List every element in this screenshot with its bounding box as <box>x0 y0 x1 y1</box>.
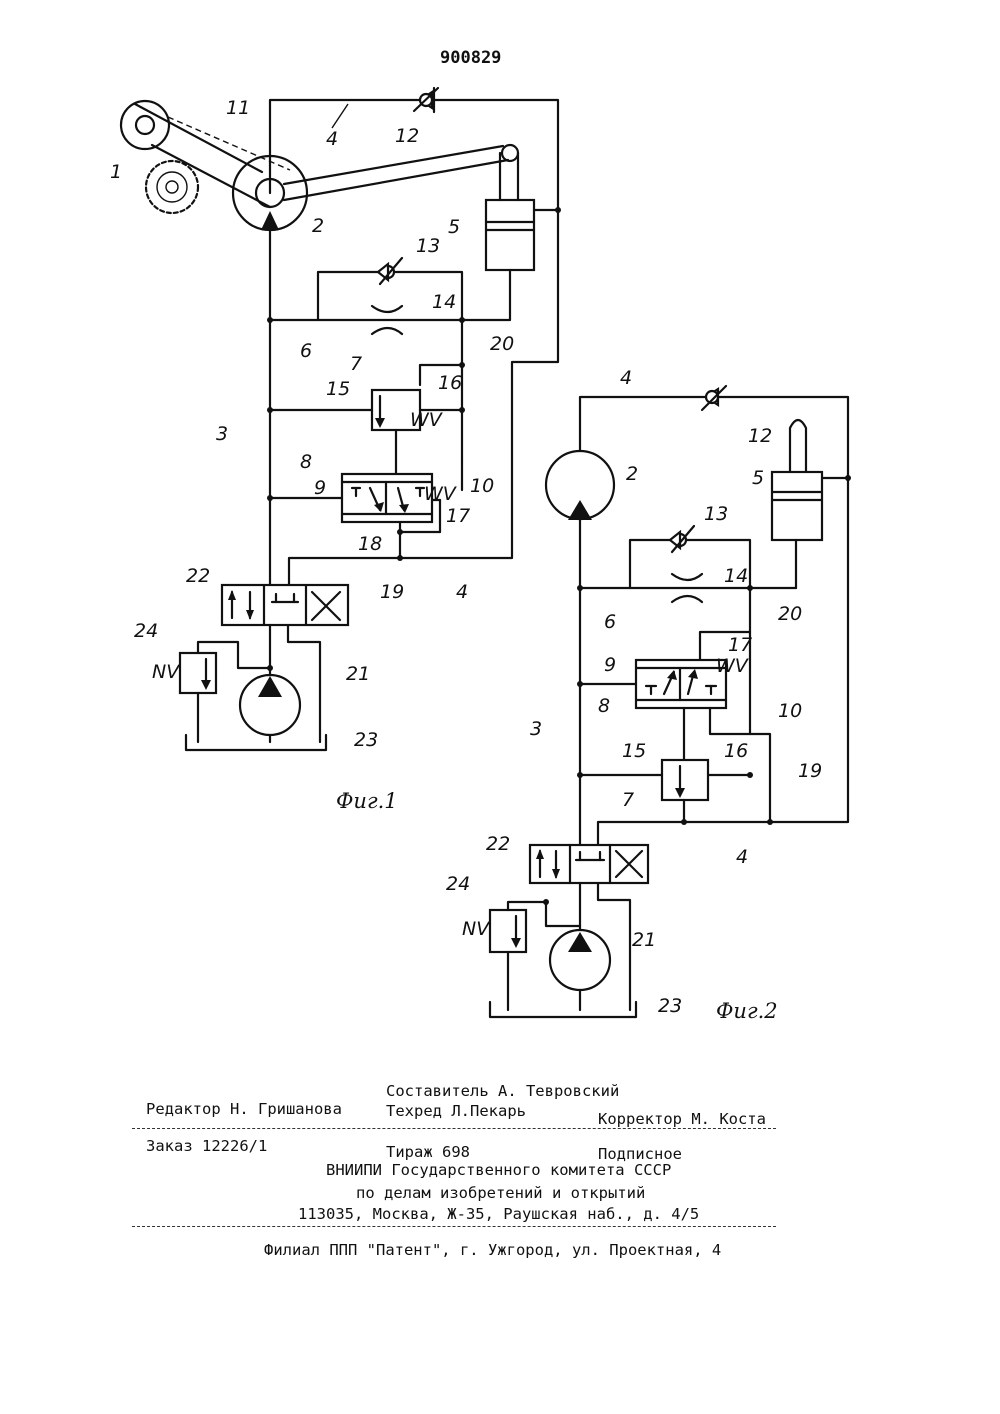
svg-text:22: 22 <box>486 833 510 855</box>
svg-text:NV: NV <box>152 661 181 683</box>
valve-7-fig1: WV <box>267 390 465 474</box>
svg-text:2: 2 <box>626 463 638 485</box>
imprint-techred: Техред Л.Пекарь <box>386 1102 526 1120</box>
svg-text:6: 6 <box>604 611 616 633</box>
figure-2-schematic: WV <box>446 367 851 1023</box>
svg-text:13: 13 <box>416 235 440 257</box>
svg-text:5: 5 <box>752 467 764 489</box>
svg-text:1: 1 <box>110 161 122 183</box>
cylinder-5-fig2 <box>772 420 851 540</box>
imprint-corrector: Корректор М. Коста <box>598 1110 766 1128</box>
svg-text:23: 23 <box>658 995 682 1017</box>
svg-text:17: 17 <box>446 505 470 527</box>
svg-text:3: 3 <box>216 423 228 445</box>
svg-text:21: 21 <box>632 929 656 951</box>
motor-2-fig2 <box>546 451 614 520</box>
boom-assembly <box>121 101 518 230</box>
svg-text:4: 4 <box>326 128 338 150</box>
tank-23-fig1 <box>186 735 326 750</box>
imprint-divider-2 <box>132 1226 776 1227</box>
svg-text:24: 24 <box>134 620 158 642</box>
svg-text:5: 5 <box>448 216 460 238</box>
svg-text:15: 15 <box>326 378 350 400</box>
svg-text:20: 20 <box>490 333 514 355</box>
imprint-editor: Редактор Н. Гришанова <box>146 1100 342 1118</box>
imprint-divider-1 <box>132 1128 776 1129</box>
imprint-org-line2: по делам изобретений и открытий <box>356 1184 645 1202</box>
svg-text:18: 18 <box>358 533 382 555</box>
patent-number: 900829 <box>440 48 501 68</box>
svg-text:NV: NV <box>462 918 491 940</box>
svg-text:10: 10 <box>778 700 802 722</box>
svg-text:8: 8 <box>598 695 610 717</box>
valve-7-fig2 <box>577 760 753 825</box>
svg-text:11: 11 <box>226 97 250 119</box>
imprint-address: 113035, Москва, Ж-35, Раушская наб., д. … <box>298 1205 699 1223</box>
svg-text:10: 10 <box>470 475 494 497</box>
svg-text:16: 16 <box>438 372 462 394</box>
svg-text:15: 15 <box>622 740 646 762</box>
svg-text:14: 14 <box>724 565 748 587</box>
svg-text:22: 22 <box>186 565 210 587</box>
svg-text:12: 12 <box>395 125 419 147</box>
svg-text:16: 16 <box>724 740 748 762</box>
svg-text:8: 8 <box>300 451 312 473</box>
svg-text:4: 4 <box>456 581 468 603</box>
svg-text:7: 7 <box>622 789 634 811</box>
svg-text:20: 20 <box>778 603 802 625</box>
imprint-org-line1: ВНИИПИ Государственного комитета СССР <box>326 1161 671 1179</box>
svg-text:WV: WV <box>410 409 444 431</box>
svg-text:24: 24 <box>446 873 470 895</box>
svg-text:6: 6 <box>300 340 312 362</box>
svg-text:9: 9 <box>604 654 616 676</box>
svg-text:19: 19 <box>380 581 404 603</box>
imprint-compiler: Составитель А. Тевровский <box>386 1082 619 1100</box>
imprint-order: Заказ 12226/1 <box>146 1137 267 1155</box>
pump-21-fig1 <box>240 660 300 742</box>
svg-text:WV: WV <box>716 655 750 677</box>
figure-2-caption: Фиг.2 <box>716 999 778 1023</box>
svg-text:23: 23 <box>354 729 378 751</box>
svg-text:13: 13 <box>704 503 728 525</box>
svg-text:2: 2 <box>312 215 324 237</box>
svg-text:4: 4 <box>736 846 748 868</box>
svg-text:9: 9 <box>314 477 326 499</box>
tank-23-fig2 <box>490 1002 636 1017</box>
svg-text:7: 7 <box>350 353 362 375</box>
figure-1-schematic: WV WV <box>110 88 561 813</box>
svg-text:17: 17 <box>728 634 752 656</box>
imprint-circulation: Тираж 698 <box>386 1143 470 1161</box>
imprint-branch: Филиал ППП "Патент", г. Ужгород, ул. Про… <box>264 1241 721 1259</box>
pump-21-fig2 <box>550 930 610 1010</box>
svg-text:4: 4 <box>620 367 632 389</box>
svg-text:14: 14 <box>432 291 456 313</box>
svg-text:12: 12 <box>748 425 772 447</box>
svg-text:21: 21 <box>346 663 370 685</box>
cylinder-5-fig1 <box>486 153 561 270</box>
figure-1-caption: Фиг.1 <box>336 789 398 813</box>
svg-text:3: 3 <box>530 718 542 740</box>
svg-text:19: 19 <box>798 760 822 782</box>
